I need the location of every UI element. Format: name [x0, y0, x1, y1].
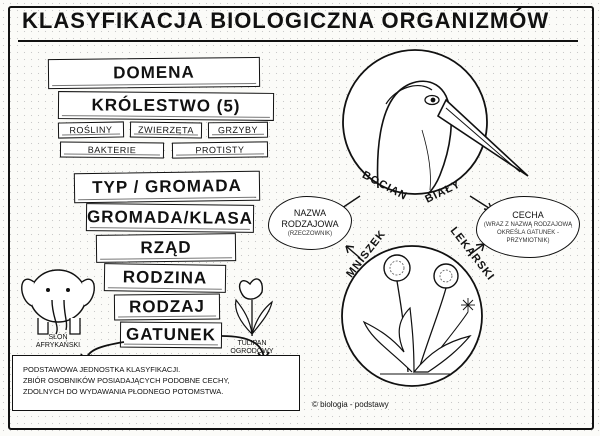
tulip-icon — [235, 278, 273, 336]
label-tulip: Tulipan ogrodowy — [230, 340, 274, 355]
label-elephant: Słoń afrykański — [35, 334, 81, 349]
definition-line-1: Podstawowa jednostka klasyfikacji. — [23, 365, 181, 374]
dandelion-illustration — [341, 245, 483, 387]
page-frame — [8, 6, 594, 430]
cloud-genus-sub: (rzeczownik) — [287, 231, 333, 237]
definition-line-2: Zbiór osobników posiadających podobne ce… — [23, 376, 230, 385]
species-definition: Podstawowa jednostka klasyfikacji. Zbiór… — [12, 355, 300, 411]
stork-illustration — [342, 49, 529, 195]
cloud-trait: Cecha (wraz z nazwą rodzajową określa ga… — [476, 196, 580, 258]
arrow-gatunek-right — [221, 335, 265, 359]
title-underline — [18, 40, 578, 42]
elephant-icon — [21, 269, 95, 335]
cloud-trait-main: Cecha — [512, 209, 544, 220]
arrow-plant-to-genus — [345, 245, 361, 259]
page-title: Klasyfikacja biologiczna organizmów — [22, 8, 550, 33]
cloud-genus-main: Nazwa rodzajowa — [281, 208, 339, 229]
credit: © biologia - podstawy — [312, 400, 389, 409]
arrow-plant-to-trait — [467, 243, 485, 257]
cloud-trait-sub: (wraz z nazwą rodzajową określa gatunek … — [483, 221, 573, 244]
definition-line-3: zdolnych do wydawania płodnego potomstwa… — [23, 387, 224, 396]
cloud-genus-name: Nazwa rodzajowa (rzeczownik) — [268, 196, 352, 250]
